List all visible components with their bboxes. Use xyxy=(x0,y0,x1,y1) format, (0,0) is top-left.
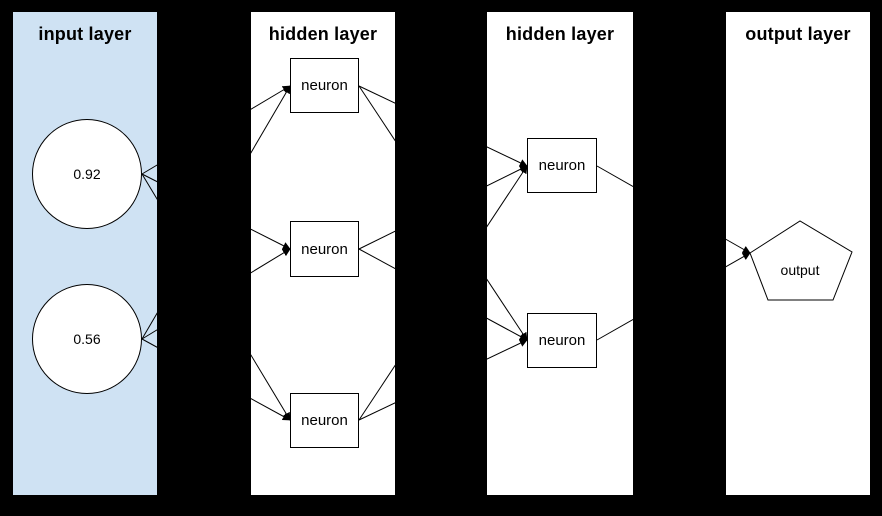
hidden1-neuron-3[interactable]: neuron xyxy=(290,393,359,448)
hidden1-neuron-2[interactable]: neuron xyxy=(290,221,359,277)
hidden1-neuron-3-label: neuron xyxy=(301,412,348,429)
hidden-layer-2-title: hidden layer xyxy=(505,24,615,44)
edge-lines xyxy=(141,85,751,421)
panel-hidden-layer-2: hidden layer xyxy=(487,12,633,495)
output-layer-title: output layer xyxy=(745,24,851,44)
input-node-2-value: 0.56 xyxy=(73,331,101,347)
hidden2-neuron-2-label: neuron xyxy=(538,332,586,349)
input-node-2[interactable]: 0.56 xyxy=(32,284,142,394)
input-layer-title: input layer xyxy=(38,24,132,44)
input-node-1[interactable]: 0.92 xyxy=(32,119,142,229)
panel-output-layer: output layer xyxy=(726,12,870,495)
panel-input-layer: input layer xyxy=(13,12,157,495)
hidden-layer-1-title: hidden layer xyxy=(268,24,378,44)
output-node-label: output xyxy=(780,262,820,278)
hidden1-neuron-1[interactable]: neuron xyxy=(290,58,359,113)
hidden1-neuron-2-label: neuron xyxy=(301,240,348,258)
hidden2-neuron-1-label: neuron xyxy=(538,157,586,174)
input-node-1-value: 0.92 xyxy=(73,166,101,182)
hidden1-neuron-1-label: neuron xyxy=(301,77,348,94)
hidden2-neuron-1[interactable]: neuron xyxy=(527,138,597,193)
hidden2-neuron-2[interactable]: neuron xyxy=(527,313,597,368)
